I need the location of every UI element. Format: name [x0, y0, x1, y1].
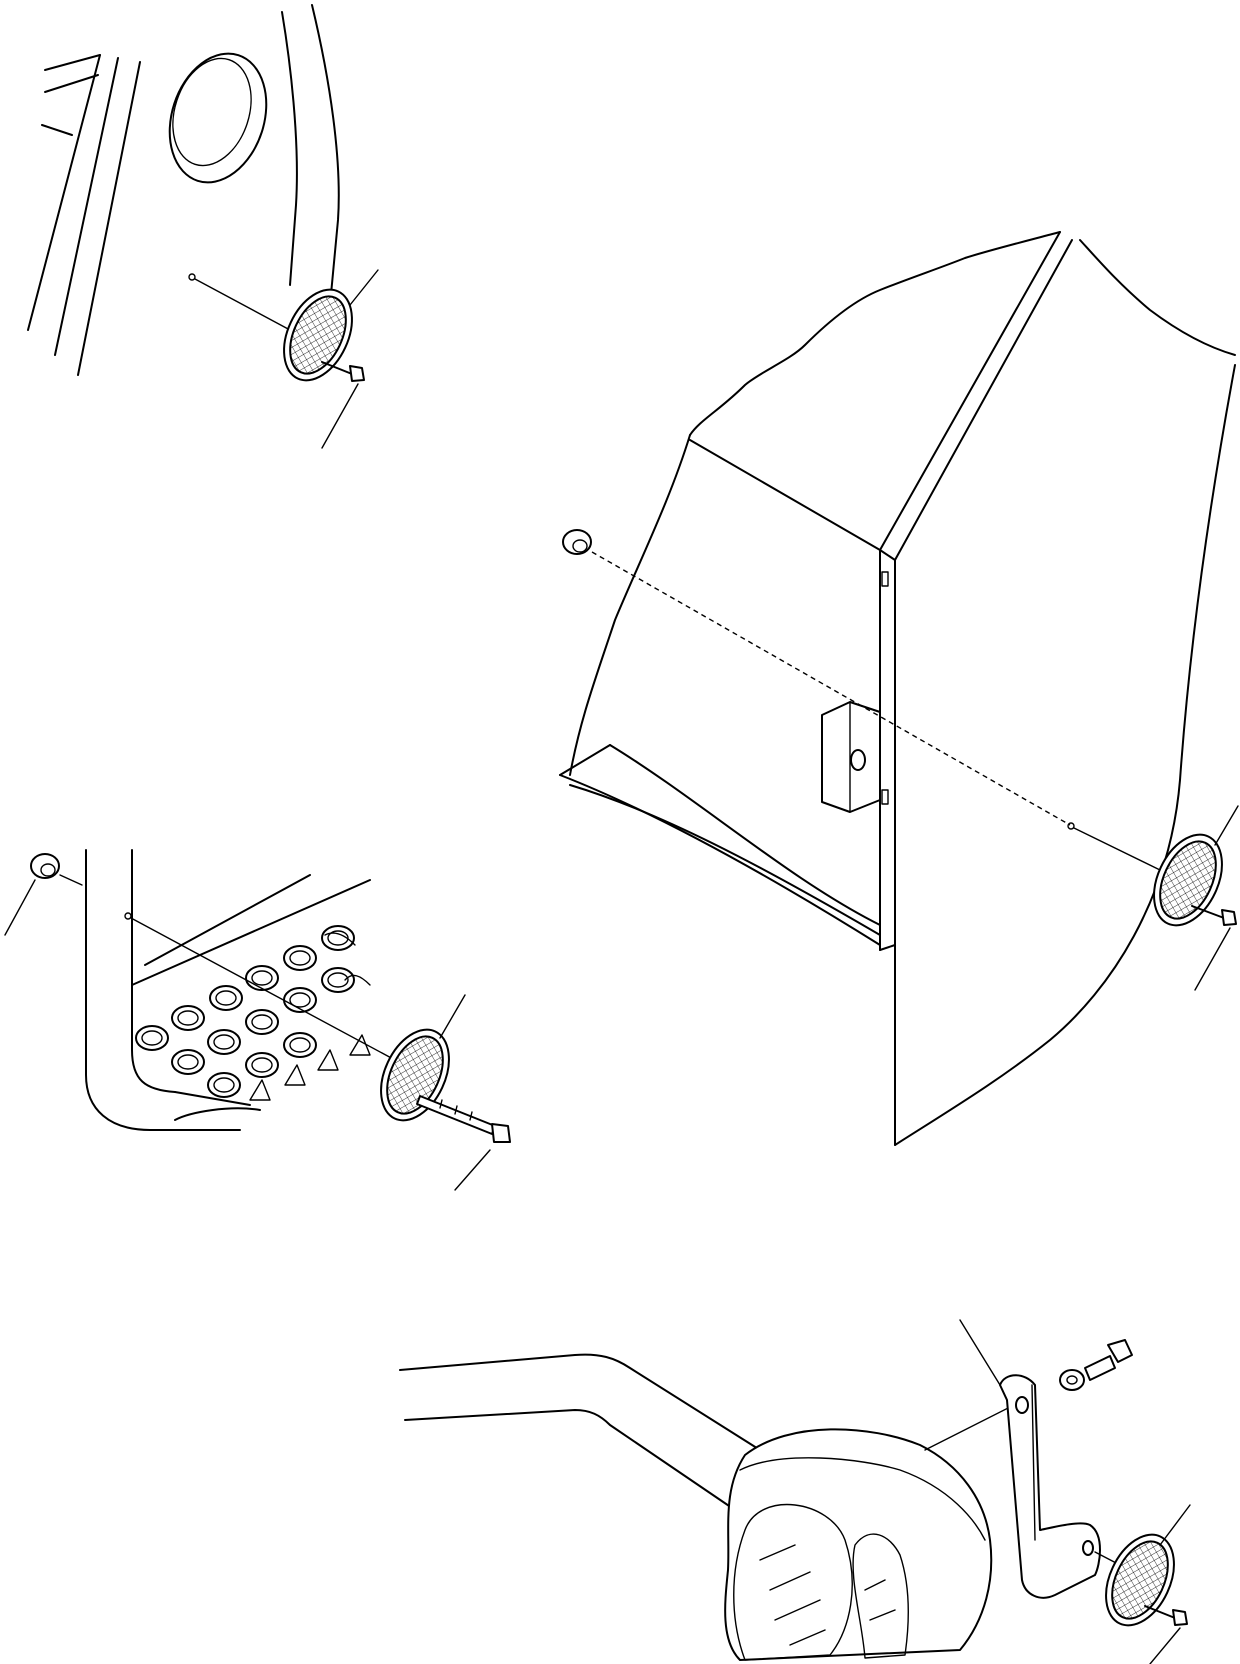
screw: [321, 361, 365, 382]
lamp-bracket-assembly: [399, 1319, 1191, 1664]
reflector: [283, 288, 353, 382]
washer: [1059, 1369, 1085, 1391]
leader-line: [924, 1401, 1021, 1451]
callout-line: [439, 994, 466, 1039]
callout-line: [4, 879, 36, 936]
screw: [1144, 1605, 1188, 1626]
callout-line: [1149, 1627, 1181, 1664]
fender-panel: [559, 231, 1236, 1146]
leader-line: [1073, 827, 1161, 871]
nut: [562, 529, 592, 555]
nut: [30, 853, 60, 879]
mount-hole: [124, 912, 132, 920]
reflector: [380, 1028, 450, 1122]
leader-line: [59, 874, 83, 886]
support-arm: [399, 1353, 761, 1511]
mount-hole: [188, 273, 196, 281]
callout-line: [321, 383, 359, 449]
upper-left-assembly: [27, 4, 379, 449]
callout-line: [349, 269, 379, 306]
bracket: [999, 1374, 1101, 1599]
bolt: [1084, 1339, 1133, 1381]
reflector: [1153, 833, 1223, 927]
step-assembly: [4, 849, 511, 1191]
fender-panel-assembly: [559, 231, 1239, 1146]
callout-line: [1194, 927, 1231, 991]
callout-line: [959, 1319, 1001, 1386]
callout-line: [1159, 1504, 1191, 1546]
tread-plate: [135, 925, 371, 1101]
lamp-housing: [724, 1428, 993, 1661]
leader-line: [130, 917, 396, 1061]
callout-line: [1214, 805, 1239, 846]
step-frame: [85, 849, 371, 1131]
leader-line: [194, 278, 291, 331]
screw: [1191, 905, 1237, 926]
frame-structure: [27, 4, 340, 376]
mount-hole: [1067, 822, 1075, 830]
alignment-line: [591, 551, 1071, 826]
reflector: [1105, 1533, 1175, 1627]
callout-line: [454, 1149, 491, 1191]
bolt: [416, 1095, 511, 1143]
